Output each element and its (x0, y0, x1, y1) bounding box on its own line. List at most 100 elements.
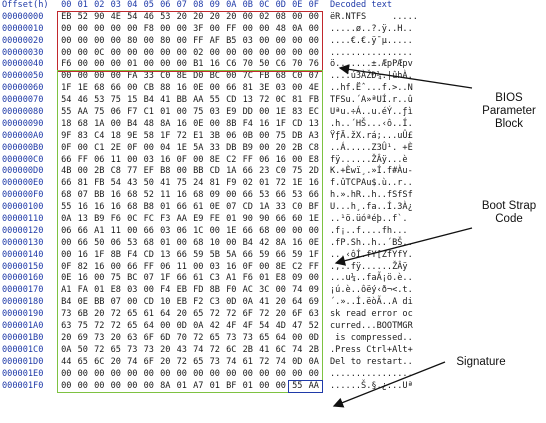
hex-byte[interactable]: 58 (143, 130, 154, 141)
hex-byte[interactable]: 41 (160, 95, 171, 106)
hex-byte[interactable]: 6D (160, 332, 171, 343)
hex-byte[interactable]: CD (226, 95, 237, 106)
hex-byte[interactable]: 00 (308, 273, 319, 284)
hex-byte[interactable]: 18 (110, 130, 121, 141)
hex-byte[interactable]: 72 (226, 309, 237, 320)
hex-byte[interactable]: 73 (127, 344, 138, 355)
hex-byte[interactable]: 20 (61, 332, 72, 343)
hex-byte[interactable]: C0 (292, 71, 303, 82)
hex-byte[interactable]: 00 (160, 47, 171, 58)
hex-byte[interactable]: 1F (94, 249, 105, 260)
hex-byte[interactable]: 00 (61, 23, 72, 34)
hex-byte[interactable]: 11 (110, 225, 121, 236)
hex-byte[interactable]: 73 (61, 309, 72, 320)
hex-byte[interactable]: 64 (160, 309, 171, 320)
hex-byte[interactable]: 72 (259, 309, 270, 320)
hex-byte[interactable]: 61 (193, 202, 204, 213)
hex-byte[interactable]: CD (209, 166, 220, 177)
hex-byte[interactable]: 8A (160, 118, 171, 129)
hex-byte[interactable]: FA (77, 285, 88, 296)
hex-byte[interactable]: 00 (94, 71, 105, 82)
hex-byte[interactable]: 65 (259, 332, 270, 343)
hex-byte[interactable]: 66 (242, 166, 253, 177)
hex-byte[interactable]: 88 (160, 83, 171, 94)
hex-byte[interactable]: 74 (275, 356, 286, 367)
hex-byte[interactable]: 20 (160, 344, 171, 355)
hex-byte[interactable]: 0A (61, 344, 72, 355)
hex-byte[interactable]: 00 (176, 368, 187, 379)
hex-byte[interactable]: C2 (292, 261, 303, 272)
hex-byte[interactable]: 00 (259, 130, 270, 141)
hex-byte[interactable]: 50 (259, 59, 270, 70)
hex-byte[interactable]: F2 (193, 297, 204, 308)
hex-byte[interactable]: 64 (292, 297, 303, 308)
hex-byte[interactable]: 6C (226, 344, 237, 355)
hex-byte[interactable]: 07 (226, 202, 237, 213)
hex-byte[interactable]: 00 (209, 23, 220, 34)
hex-byte[interactable]: 00 (275, 225, 286, 236)
hex-byte[interactable]: 00 (275, 380, 286, 391)
hex-byte[interactable]: 64 (275, 332, 286, 343)
hex-byte[interactable]: A3 (308, 130, 319, 141)
hex-byte[interactable]: 00 (110, 261, 121, 272)
hex-byte[interactable]: 13 (77, 214, 88, 225)
hex-byte[interactable]: 55 (61, 107, 72, 118)
hex-byte[interactable]: 2D (308, 166, 319, 177)
hex-byte[interactable]: 00 (143, 285, 154, 296)
hex-byte[interactable]: 59 (259, 249, 270, 260)
hex-byte[interactable]: EC (308, 107, 319, 118)
hex-byte[interactable]: 02 (242, 178, 253, 189)
hex-byte[interactable]: 3C (259, 285, 270, 296)
hex-byte[interactable]: 20 (193, 11, 204, 22)
hex-byte[interactable]: 72 (110, 309, 121, 320)
hex-byte[interactable]: 16 (275, 154, 286, 165)
hex-byte[interactable]: BF (308, 202, 319, 213)
hex-byte[interactable]: 54 (61, 95, 72, 106)
hex-byte[interactable]: 72 (209, 309, 220, 320)
hex-byte[interactable]: 53 (259, 190, 270, 201)
hex-byte[interactable]: 6F (242, 309, 253, 320)
hex-byte[interactable]: 68 (77, 118, 88, 129)
hex-byte[interactable]: C1 (94, 142, 105, 153)
hex-byte[interactable]: E8 (308, 154, 319, 165)
hex-byte[interactable]: FF (308, 261, 319, 272)
hex-byte[interactable]: 9E (127, 130, 138, 141)
hex-byte[interactable]: 66 (77, 237, 88, 248)
hex-byte[interactable]: 00 (110, 47, 121, 58)
hex-byte[interactable]: 00 (127, 47, 138, 58)
hex-byte[interactable]: 00 (259, 261, 270, 272)
hex-byte[interactable]: 90 (242, 214, 253, 225)
hex-byte[interactable]: 1F (160, 273, 171, 284)
hex-byte[interactable]: 09 (209, 190, 220, 201)
hex-byte[interactable]: 00 (110, 71, 121, 82)
hex-byte[interactable]: 61 (143, 309, 154, 320)
hex-byte[interactable]: 68 (259, 225, 270, 236)
hex-byte[interactable]: 00 (226, 47, 237, 58)
hex-byte[interactable]: 16 (226, 261, 237, 272)
hex-byte[interactable]: 16 (160, 154, 171, 165)
hex-byte[interactable]: C4 (94, 130, 105, 141)
hex-byte[interactable]: 00 (77, 47, 88, 58)
hex-byte[interactable]: FB (308, 95, 319, 106)
hex-byte[interactable]: 80 (160, 35, 171, 46)
hex-byte[interactable]: 20 (209, 11, 220, 22)
hex-byte[interactable]: 20 (110, 356, 121, 367)
hex-byte[interactable]: 68 (127, 190, 138, 201)
hex-byte[interactable]: F9 (226, 178, 237, 189)
hex-byte[interactable]: 73 (94, 332, 105, 343)
hex-byte[interactable]: 0D (292, 356, 303, 367)
hex-byte[interactable]: 80 (127, 35, 138, 46)
hex-byte[interactable]: 00 (292, 154, 303, 165)
hex-byte[interactable]: 06 (160, 261, 171, 272)
hex-byte[interactable]: 63 (127, 332, 138, 343)
hex-byte[interactable]: 00 (259, 35, 270, 46)
hex-byte[interactable]: 63 (308, 309, 319, 320)
hex-byte[interactable]: 15 (127, 95, 138, 106)
hex-byte[interactable]: 0F (61, 142, 72, 153)
hex-byte[interactable]: 4F (242, 321, 253, 332)
hex-byte[interactable]: C3 (209, 273, 220, 284)
hex-byte[interactable]: 16 (308, 178, 319, 189)
hex-byte[interactable]: 72 (193, 332, 204, 343)
hex-byte[interactable]: 20 (94, 309, 105, 320)
hex-byte[interactable]: FF (193, 35, 204, 46)
